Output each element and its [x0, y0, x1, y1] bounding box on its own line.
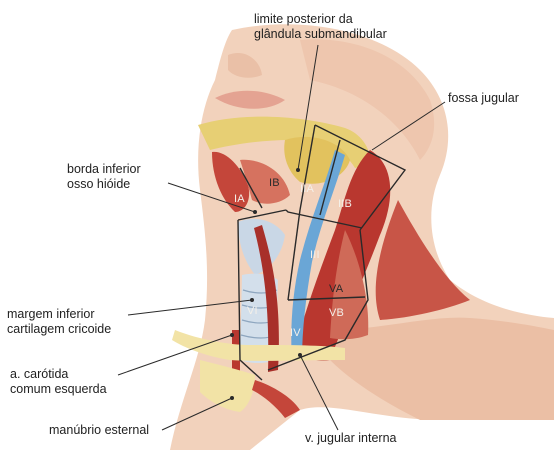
boundary-iib — [319, 139, 341, 216]
label-fossa-jugular: fossa jugular — [448, 91, 519, 105]
leader-borda-inferior — [167, 182, 256, 213]
sternal-notch-tissue — [252, 380, 300, 418]
label-carotida: a. carótida comum esquerda — [10, 367, 107, 396]
clavicle — [172, 330, 345, 361]
digastric-muscle — [212, 151, 250, 212]
leader-manubrio — [161, 397, 233, 431]
label-margem-inferior: margem inferior cartilagem cricoide — [7, 307, 112, 336]
label-limite-posterior: limite posterior da glândula submandibul… — [254, 12, 387, 41]
face-shadow — [300, 39, 435, 160]
leader-limite-posterior — [297, 44, 319, 171]
boundary-posterior-upper — [314, 124, 407, 231]
boundary-v-anterior — [287, 209, 301, 301]
mylohyoid-muscle — [240, 159, 290, 204]
level-boundaries — [237, 124, 407, 381]
shoulder-shadow — [330, 317, 554, 420]
level-vb-label: VB — [329, 307, 345, 319]
jugular-vein — [291, 150, 345, 360]
boundary-ia-ib — [239, 167, 263, 209]
leader-carotida — [117, 334, 233, 376]
label-manubrio: manúbrio esternal — [49, 423, 150, 437]
level-ia-label: IA — [234, 193, 245, 205]
level-iib-label: IIB — [338, 198, 353, 210]
scalene-muscles — [330, 230, 369, 340]
leader-lines — [117, 44, 446, 431]
label-jugular-interna: v. jugular interna — [305, 431, 397, 445]
boundary-iii-iv — [287, 296, 366, 301]
level-iii-label: III — [310, 249, 320, 261]
boundary-anterior — [237, 219, 263, 381]
level-vi-label: VI — [247, 305, 258, 317]
boundary-submandibular-floor — [237, 209, 287, 221]
boundary-hyoid — [285, 209, 363, 229]
level-va-label: VA — [329, 283, 344, 295]
level-iia-label: IIA — [300, 183, 315, 195]
leader-jugular-interna — [299, 354, 339, 431]
label-borda-inferior: borda inferior osso hióide — [67, 162, 141, 191]
leader-margem-inferior — [127, 299, 253, 316]
leader-fossa-jugular — [371, 101, 446, 151]
level-iv-label: IV — [290, 327, 301, 339]
boundary-posterior-lower — [267, 229, 369, 371]
nose — [228, 52, 262, 78]
trapezius-muscle — [375, 200, 470, 320]
carotid-artery — [254, 225, 279, 372]
leader-dots — [230, 168, 302, 400]
mandible — [198, 116, 371, 168]
lips — [215, 90, 285, 109]
boundary-posterior-ii — [299, 124, 316, 211]
manubrium — [200, 360, 255, 412]
level-ib-label: IB — [269, 177, 280, 189]
